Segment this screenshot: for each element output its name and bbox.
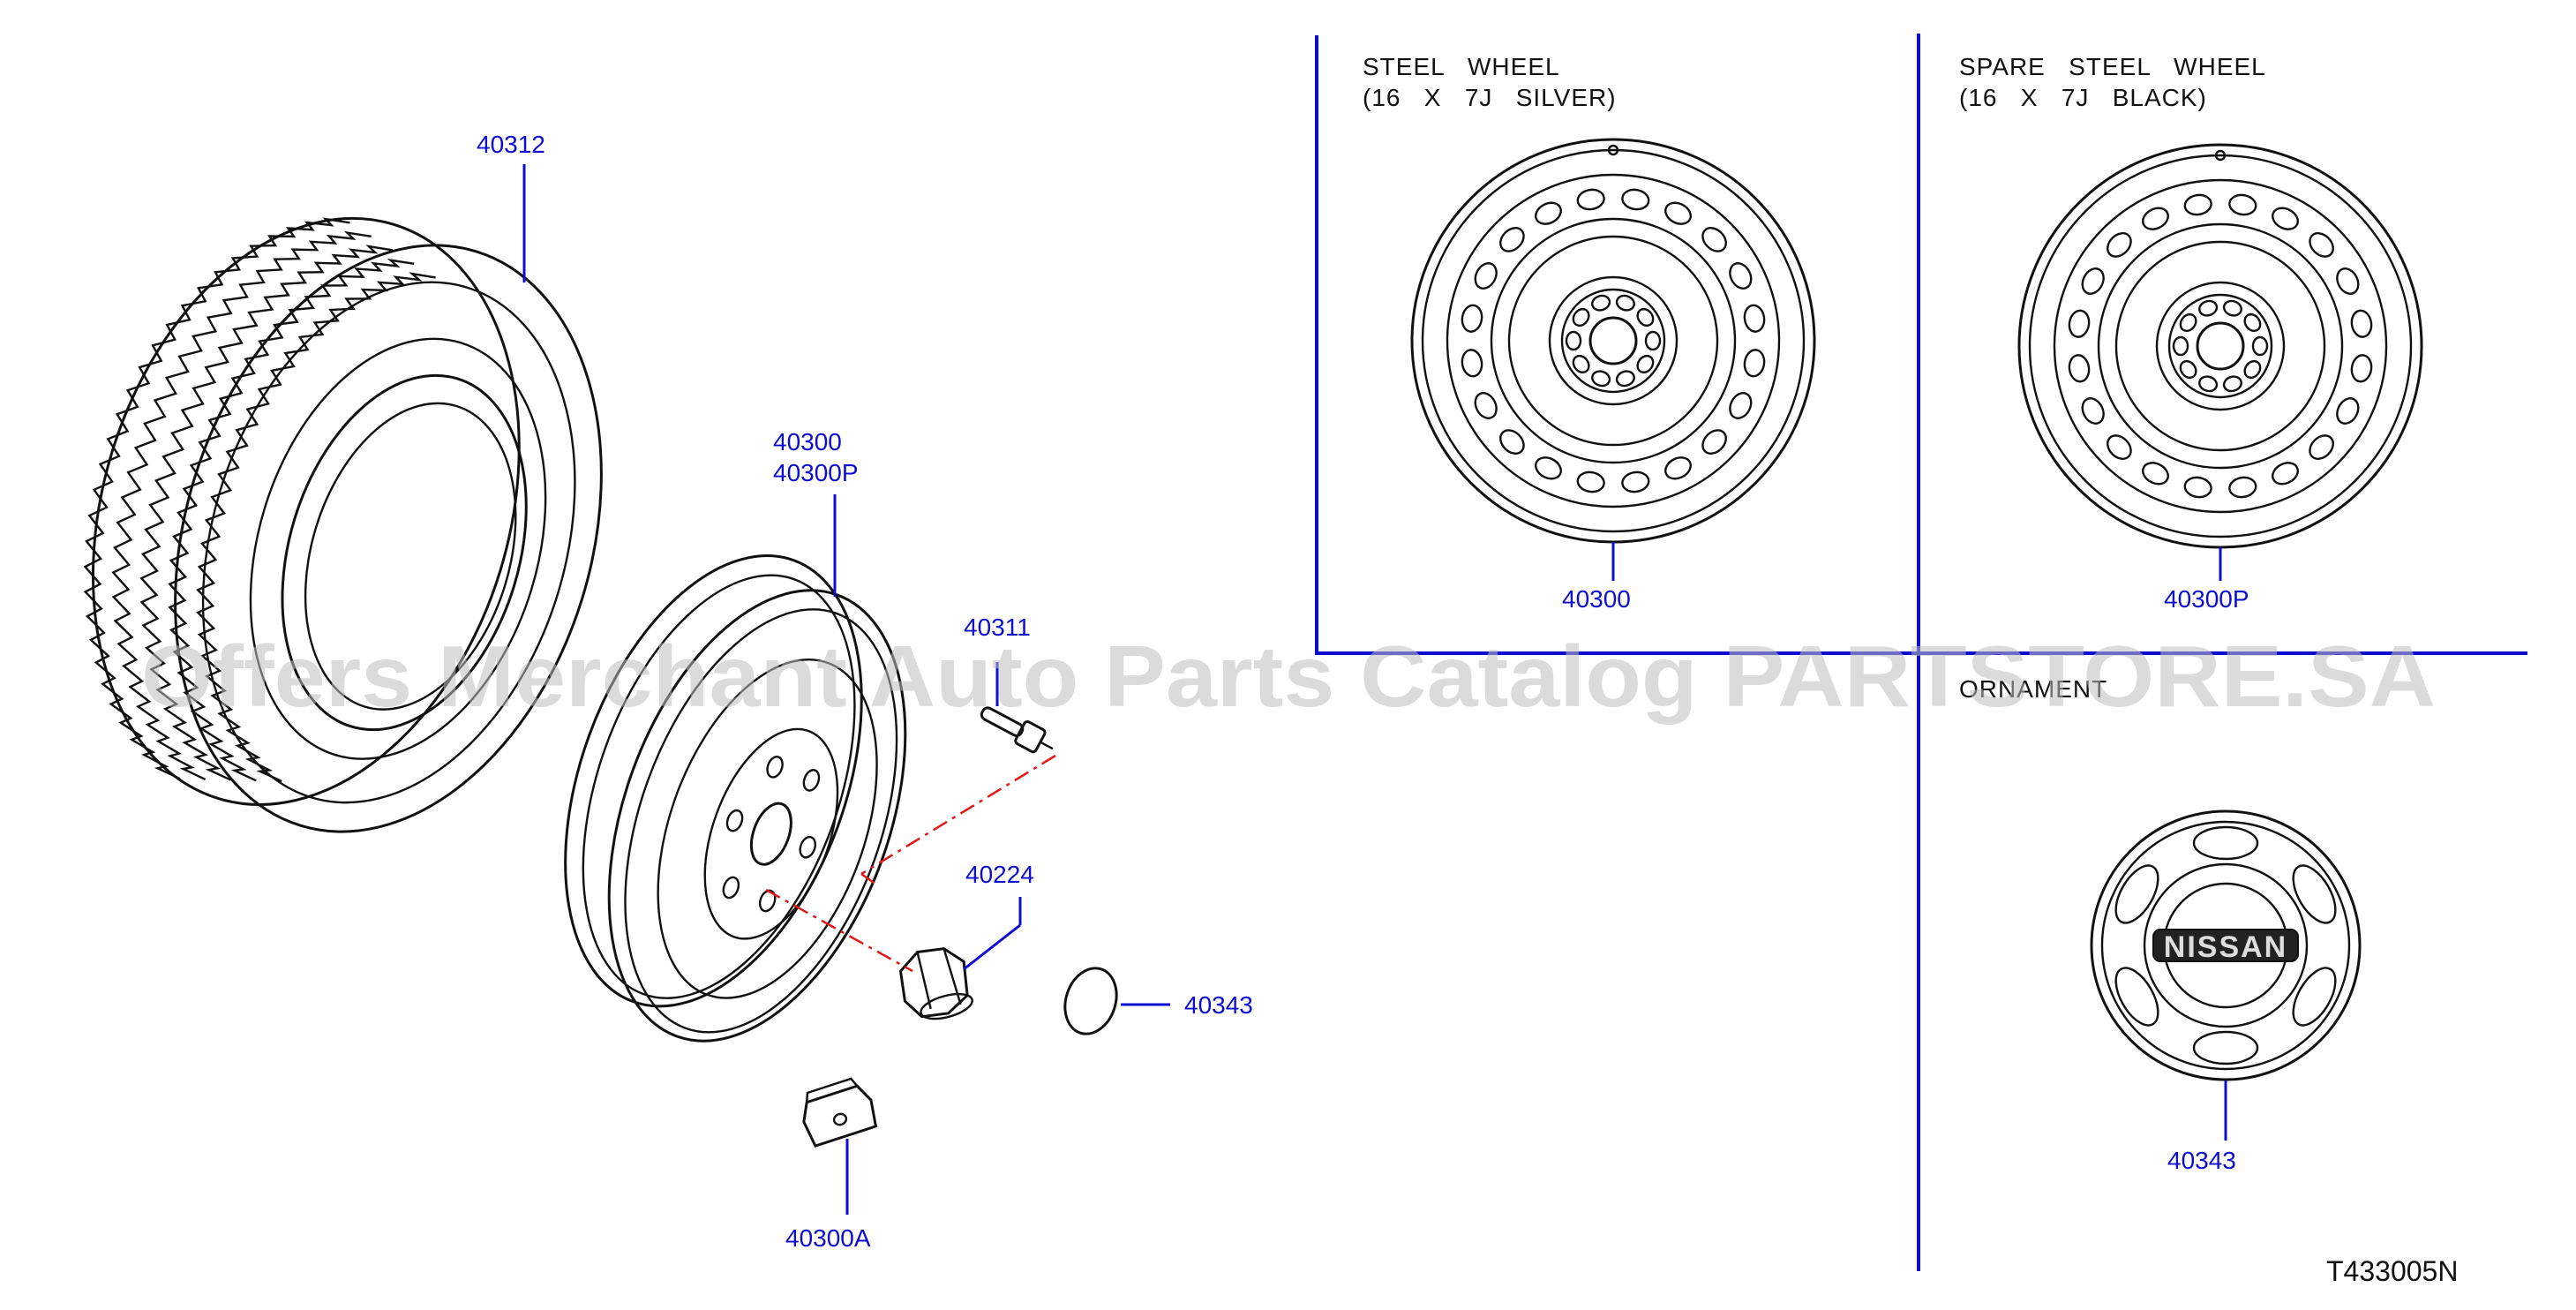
steel-wheel-header-line1: STEEL WHEEL (1363, 53, 1560, 80)
part-label-40300A[interactable]: 40300A (785, 1224, 871, 1252)
part-label-40300P[interactable]: 40300P (773, 459, 859, 486)
lug-hole (758, 889, 777, 913)
lug-hole (722, 876, 740, 900)
ornament-lobe (2114, 864, 2159, 924)
spare-wheel-header-line1: SPARE STEEL WHEEL (1959, 53, 2266, 80)
part-label-40311[interactable]: 40311 (964, 614, 1031, 641)
small-cap-illustration (1063, 967, 1118, 1035)
part-label-40343-small[interactable]: 40343 (1184, 991, 1253, 1019)
steel-wheel-header-line2: (16 X 7J SILVER) (1363, 84, 1617, 111)
callout-leaders (522, 164, 2227, 1215)
ornament-illustration: NISSAN (2090, 809, 2362, 1081)
spare-steel-wheel-illustration (2017, 143, 2423, 549)
part-label-40300[interactable]: 40300 (773, 428, 842, 455)
ornament-header: ORNAMENT (1959, 675, 2107, 703)
part-label-40312[interactable]: 40312 (477, 131, 545, 158)
part-label-40224[interactable]: 40224 (965, 861, 1034, 888)
lug-nut-illustration (898, 947, 973, 1020)
part-label-spare-wheel[interactable]: 40300P (2164, 585, 2249, 613)
diagram-code: T433005N (2326, 1255, 2458, 1287)
assembly-centerlines (765, 754, 1056, 973)
balance-weight-illustration (802, 1077, 878, 1148)
lug-hole (725, 809, 744, 832)
steel-wheel-silver-illustration (1410, 138, 1816, 544)
tread-pattern (196, 272, 436, 783)
wheel-illustration (564, 554, 907, 1043)
lug-hole (766, 756, 784, 779)
watermark-text: Offers Merchant Auto Parts Catalog PARTS… (141, 628, 2436, 725)
tread-pattern (111, 230, 372, 780)
part-label-ornament[interactable]: 40343 (2167, 1147, 2236, 1174)
tire-illustration (83, 216, 603, 833)
valve-stem-illustration (980, 706, 1054, 754)
ornament-lobe (2192, 825, 2259, 861)
ornament-lobe (2292, 864, 2337, 924)
ornament-lobe (2114, 967, 2159, 1027)
tread-pattern (139, 245, 394, 781)
ornament-emblem-text: NISSAN (2164, 930, 2287, 964)
panel-dividers (1315, 34, 2527, 1271)
part-label-steel-wheel[interactable]: 40300 (1562, 585, 1631, 613)
spare-wheel-header-line2: (16 X 7J BLACK) (1959, 84, 2207, 111)
lug-hole (799, 835, 816, 859)
tread-pattern (168, 258, 415, 782)
lug-hole (802, 769, 821, 792)
ornament-lobe (2292, 967, 2337, 1027)
tread-pattern (83, 217, 350, 780)
ornament-lobe (2192, 1030, 2259, 1065)
